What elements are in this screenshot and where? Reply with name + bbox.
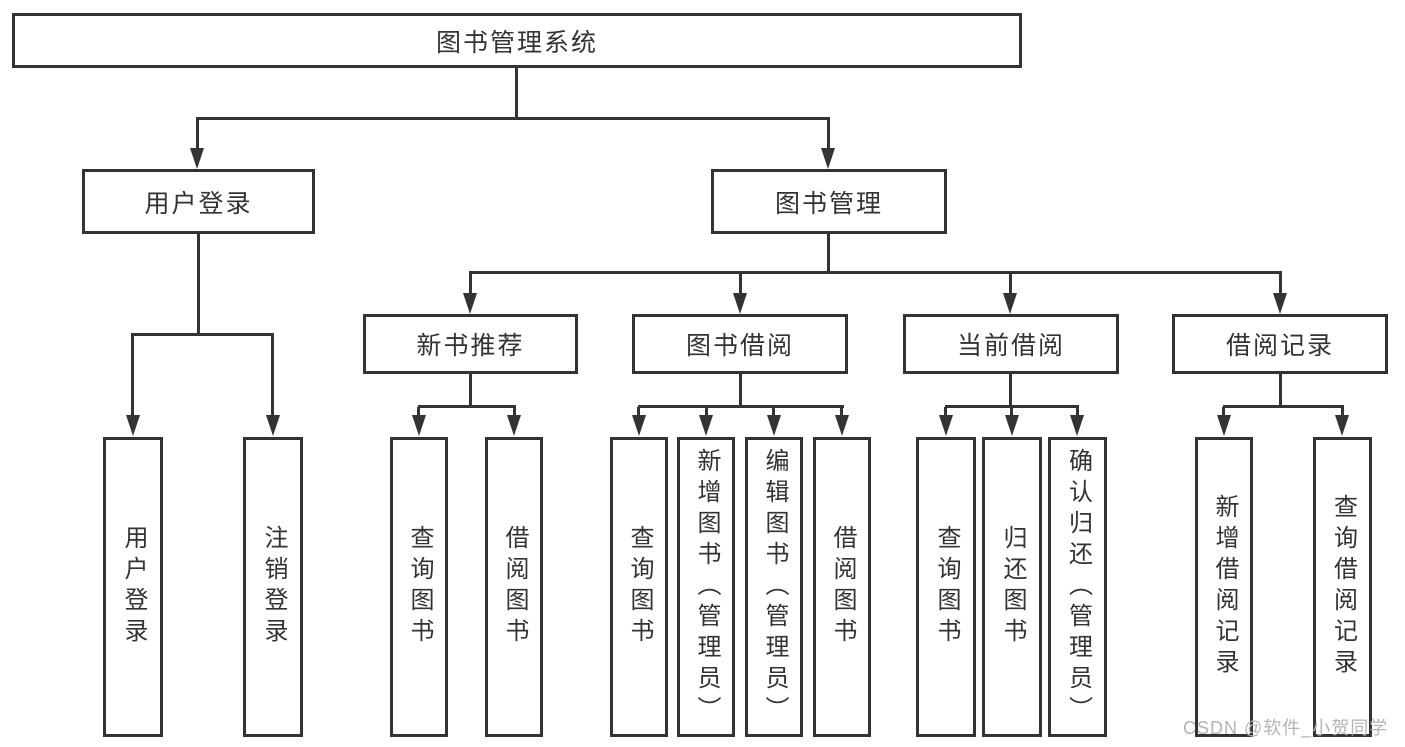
arrow-down-icon [463,293,477,314]
arrow-down-icon [266,415,280,436]
connector-line [944,407,947,417]
leaf-borrow-books-borrowing: 借阅图书 [813,437,871,737]
connector-line [637,407,640,417]
leaf-add-books-admin: 新增图书（管理员） [677,437,735,737]
leaf-query-books-current-label: 查询图书 [933,525,960,649]
arrow-down-icon [126,415,140,436]
leaf-add-books-admin-label: 新增图书（管理员） [693,447,720,727]
arrow-down-icon [1217,415,1231,436]
arrow-down-icon [190,148,204,169]
arrow-down-icon [1335,415,1349,436]
node-current-borrowing: 当前借阅 [903,314,1119,374]
connector-line [739,273,742,295]
node-library-system: 图书管理系统 [12,13,1022,68]
connector-line [196,119,199,150]
connector-line [469,372,472,407]
leaf-borrow-books-recommend-label: 借阅图书 [501,525,528,649]
connector-line [739,372,742,407]
node-borrow-records: 借阅记录 [1172,314,1388,374]
arrow-down-icon [699,415,713,436]
leaf-borrow-books-borrowing-label: 借阅图书 [829,525,856,649]
arrow-down-icon [1003,293,1017,314]
leaf-add-borrow-record-label: 新增借阅记录 [1211,494,1238,680]
node-book-borrowing: 图书借阅 [632,314,848,374]
node-user-login: 用户登录 [82,169,315,234]
connector-line [1076,407,1079,417]
arrow-down-icon [412,415,426,436]
connector-line [827,234,830,273]
leaf-query-books-current: 查询图书 [916,437,976,737]
connector-line [1279,372,1282,407]
leaf-query-books-recommend: 查询图书 [390,437,448,737]
connector-line [1223,405,1344,408]
leaf-query-books-borrowing-label: 查询图书 [626,525,653,649]
connector-line [1222,407,1225,417]
connector-line [469,273,472,295]
leaf-edit-books-admin: 编辑图书（管理员） [745,437,803,737]
connector-line [1010,407,1013,417]
connector-line [417,407,420,417]
arrow-down-icon [1070,415,1084,436]
leaf-edit-books-admin-label: 编辑图书（管理员） [761,447,788,727]
leaf-query-books-recommend-label: 查询图书 [406,525,433,649]
leaf-confirm-return-admin-label: 确认归还（管理员） [1064,447,1092,727]
arrow-down-icon [939,415,953,436]
connector-line [197,234,200,335]
connector-line [418,405,516,408]
connector-line [827,119,830,150]
connector-line [772,407,775,417]
connector-line [945,405,1079,408]
arrow-down-icon [835,415,849,436]
leaf-confirm-return-admin: 确认归还（管理员） [1048,437,1107,737]
csdn-watermark: CSDN @软件_小贺同学 [1183,718,1389,738]
arrow-down-icon [821,148,835,169]
connector-line [271,335,274,416]
arrow-down-icon [733,293,747,314]
leaf-logout-login: 注销登录 [243,437,303,737]
node-new-book-recommend: 新书推荐 [363,314,578,374]
leaf-return-books: 归还图书 [982,437,1042,737]
leaf-user-login: 用户登录 [103,437,163,737]
connector-line [1279,273,1282,295]
connector-line [513,407,516,417]
connector-line [840,407,843,417]
leaf-query-borrow-record: 查询借阅记录 [1313,437,1372,737]
arrow-down-icon [507,415,521,436]
arrow-down-icon [632,415,646,436]
arrow-down-icon [767,415,781,436]
connector-line [1009,372,1012,407]
connector-line [705,407,708,417]
connector-line [1341,407,1344,417]
connector-line [638,405,844,408]
node-book-management: 图书管理 [711,169,947,234]
connector-line [131,335,134,416]
arrow-down-icon [1005,415,1019,436]
leaf-user-login-label: 用户登录 [120,525,147,649]
connector-line [1009,273,1012,295]
leaf-borrow-books-recommend: 借阅图书 [485,437,543,737]
leaf-return-books-label: 归还图书 [999,525,1026,649]
leaf-query-books-borrowing: 查询图书 [610,437,668,737]
connector-line [131,333,274,336]
arrow-down-icon [1273,293,1287,314]
leaf-query-borrow-record-label: 查询借阅记录 [1329,494,1357,680]
connector-line [515,68,518,119]
connector-line [469,271,1282,274]
leaf-logout-login-label: 注销登录 [260,525,287,649]
connector-line [196,117,830,120]
leaf-add-borrow-record: 新增借阅记录 [1195,437,1253,737]
